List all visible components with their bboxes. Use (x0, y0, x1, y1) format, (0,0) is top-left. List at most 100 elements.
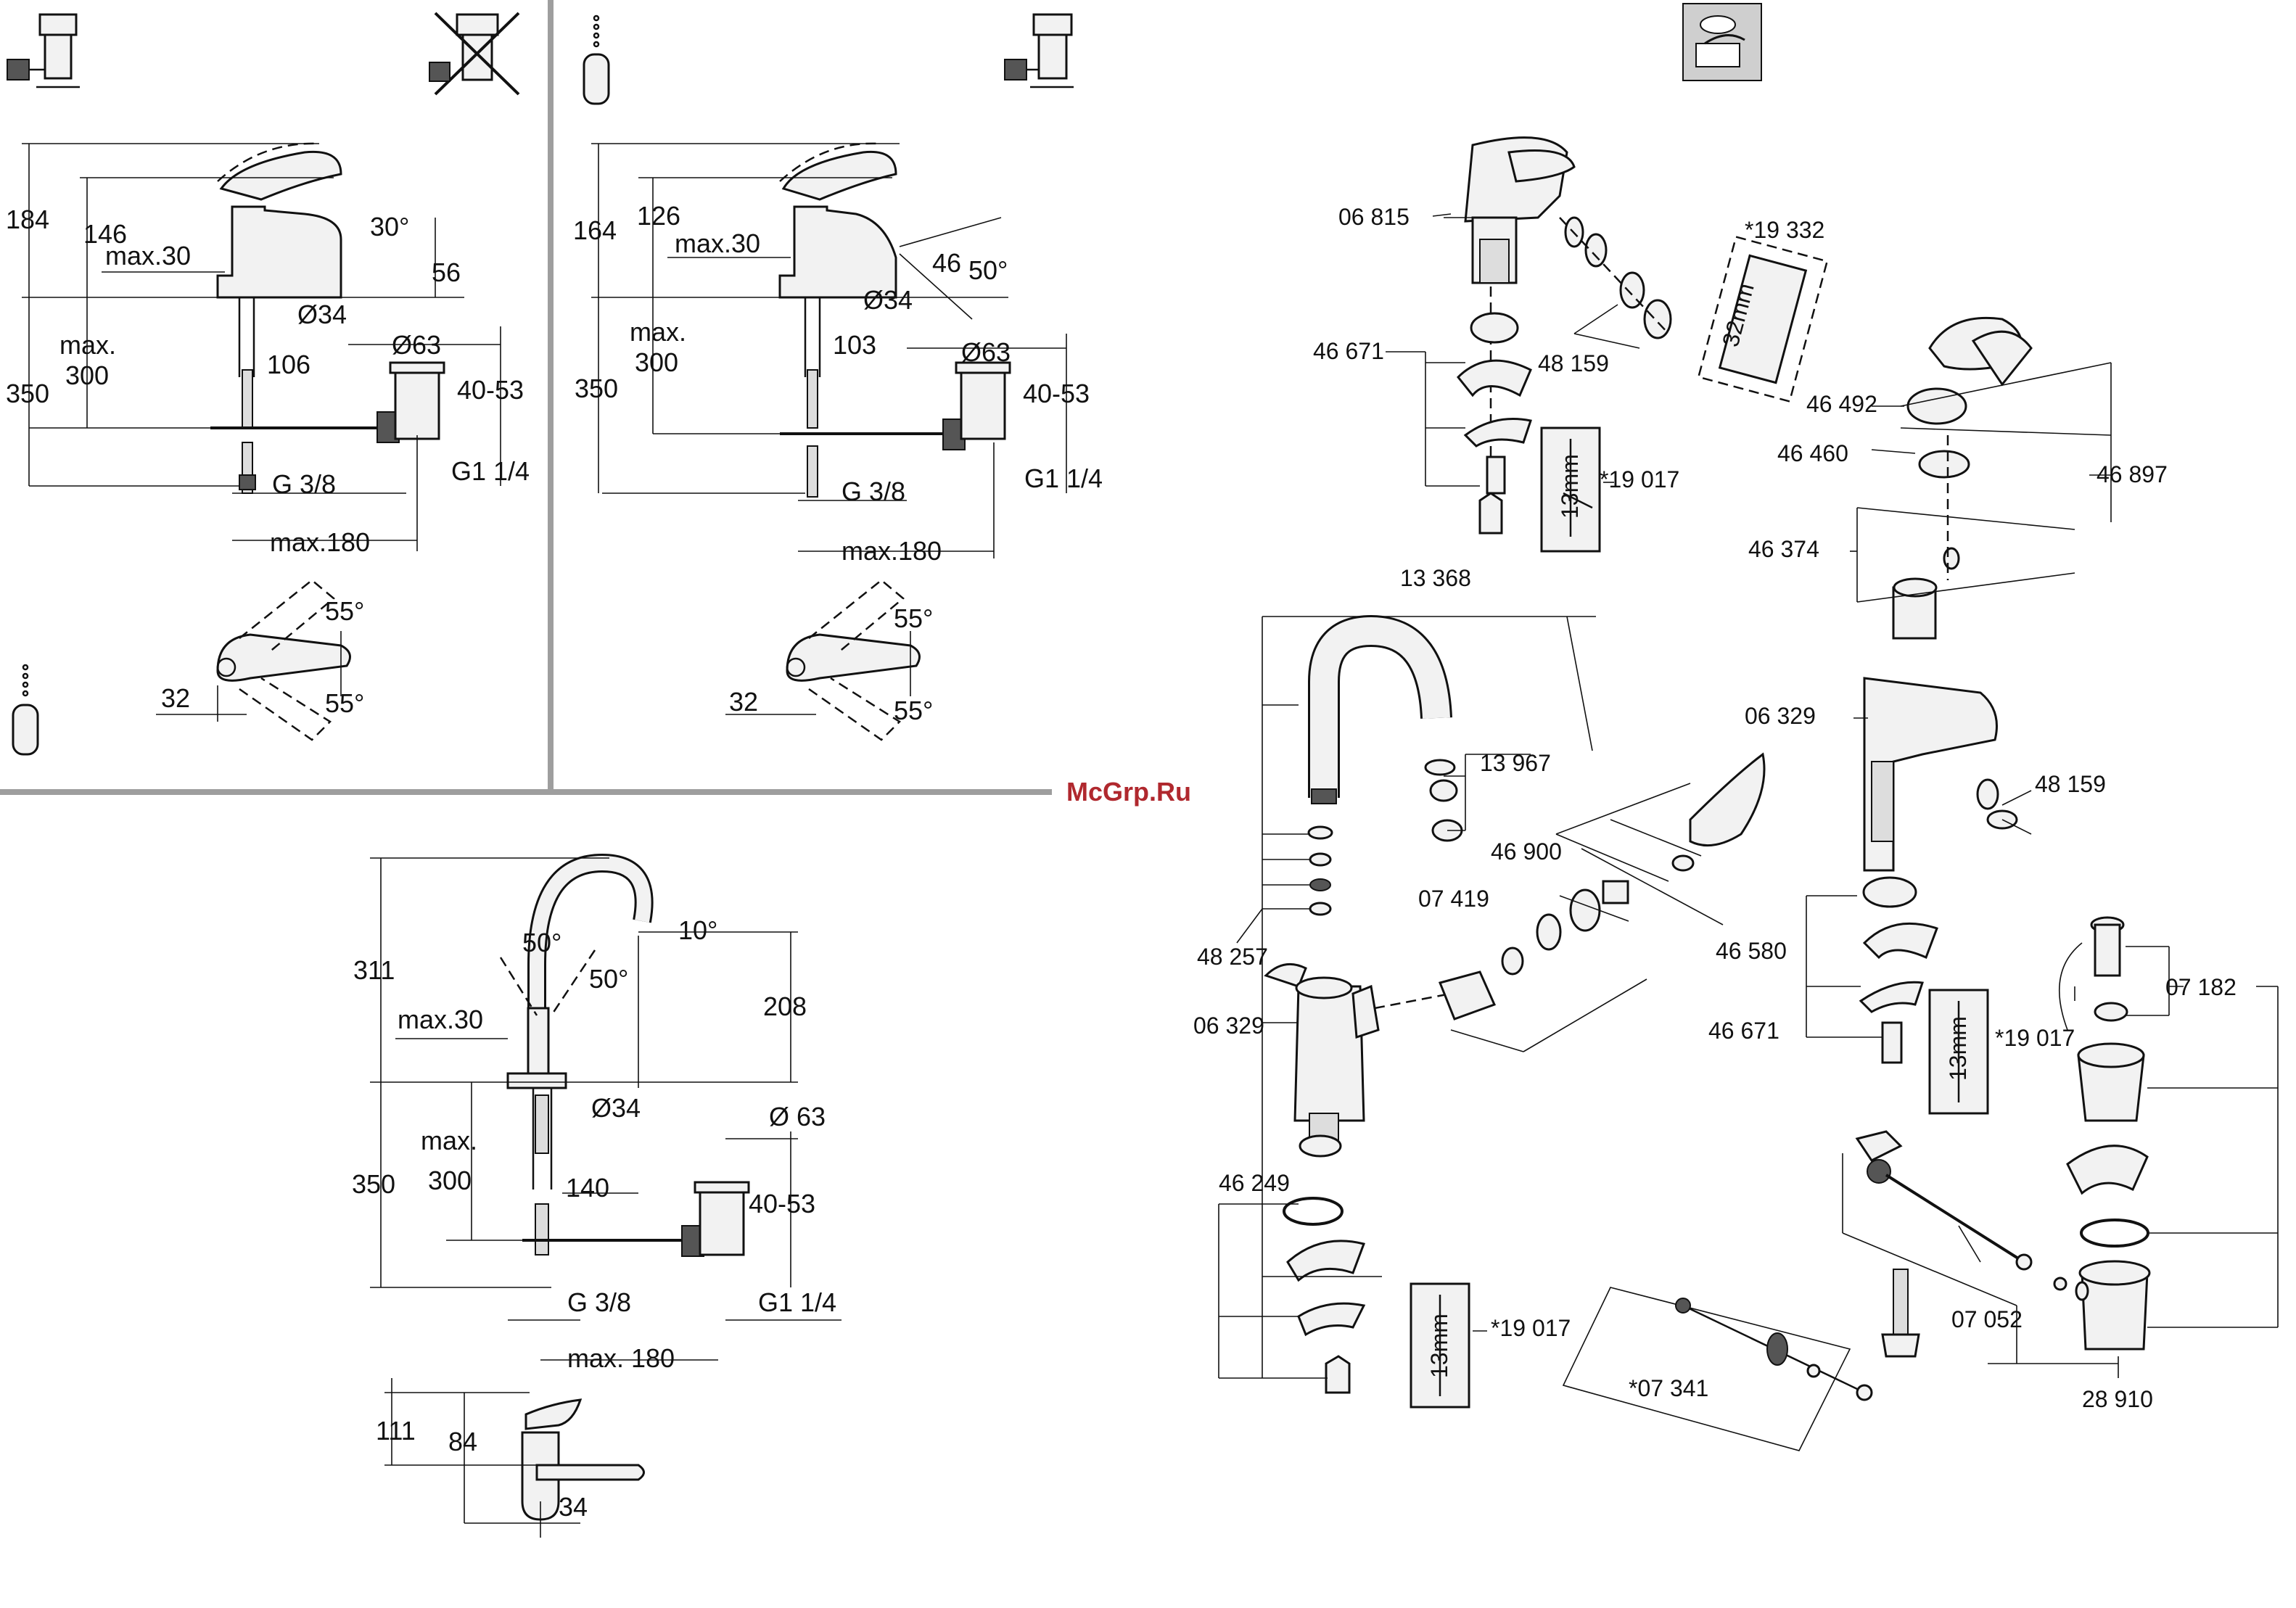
no-waste-icon (429, 12, 520, 96)
exploded-top-center: 13mm (1386, 136, 1672, 553)
dim-111: 111 (376, 1416, 416, 1446)
dim-126: 126 (637, 201, 680, 231)
part-19017-b: *19 017 (1995, 1025, 2075, 1051)
function-icon-box (1682, 3, 1762, 81)
chain-plug-icon-2 (583, 15, 610, 105)
dim-max30: max.30 (105, 241, 191, 271)
dim-46: 46 (932, 248, 961, 278)
dim-max30-c: max.30 (398, 1005, 483, 1034)
dim-50-left: 50° (522, 928, 561, 957)
dim-40-53-b: 40-53 (1023, 379, 1090, 408)
dim-311: 311 (353, 955, 395, 985)
dim-50-right: 50° (589, 964, 628, 994)
dim-g114-b: G1 1/4 (1024, 463, 1103, 493)
part-46900: 46 900 (1491, 838, 1562, 865)
part-07052: 07 052 (1951, 1306, 2023, 1332)
part-13967: 13 967 (1480, 750, 1551, 776)
dim-g38-c: G 3/8 (567, 1287, 631, 1317)
dim-max-b: max. (630, 317, 686, 347)
dim-max180: max.180 (270, 527, 370, 557)
pop-up-waste-icon-2 (1004, 13, 1074, 88)
dim-350-c: 350 (352, 1169, 395, 1199)
vertical-separator (548, 0, 554, 791)
dim-angle-50: 50° (968, 255, 1008, 285)
part-07182: 07 182 (2165, 974, 2237, 1000)
dim-55-bottom: 55° (325, 688, 364, 718)
exploded-middle: 13mm (1218, 614, 1766, 1409)
dim-350-b: 350 (575, 374, 618, 403)
dim-103: 103 (833, 330, 876, 360)
part-48159-b: 48 159 (2035, 771, 2106, 797)
dim-300: 300 (65, 360, 109, 390)
dim-55-bottom-b: 55° (894, 696, 933, 725)
dim-32-b: 32 (729, 687, 758, 717)
part-46460: 46 460 (1777, 440, 1848, 466)
exploded-top-right: 32mm 13mm (1697, 236, 2112, 1115)
part-07419: 07 419 (1418, 886, 1489, 912)
dim-84: 84 (448, 1427, 477, 1456)
part-19332: *19 332 (1745, 217, 1824, 243)
dim-146: 146 (83, 219, 127, 249)
part-06815: 06 815 (1338, 204, 1410, 230)
dim-dia63: Ø63 (392, 330, 441, 360)
dim-55-top-b: 55° (894, 603, 933, 633)
pop-up-waste-icon (7, 13, 80, 88)
high-spout-elevation (499, 853, 750, 1257)
part-46492: 46 492 (1806, 391, 1877, 417)
part-46374: 46 374 (1748, 536, 1819, 562)
dim-g38-b: G 3/8 (842, 477, 905, 506)
part-28910: 28 910 (2082, 1386, 2153, 1412)
dim-max30-b: max.30 (675, 228, 760, 258)
part-19017-c: *19 017 (1491, 1315, 1571, 1341)
dim-max180-c: max. 180 (567, 1343, 675, 1373)
dim-34: 34 (559, 1492, 588, 1522)
part-07341: *07 341 (1629, 1375, 1708, 1401)
dim-140: 140 (566, 1173, 609, 1203)
dim-350: 350 (6, 379, 49, 408)
part-06329-b: 06 329 (1193, 1013, 1264, 1039)
part-46671-a: 46 671 (1313, 338, 1384, 364)
dim-g114: G1 1/4 (451, 456, 530, 486)
dim-164: 164 (573, 215, 617, 245)
dim-56: 56 (432, 257, 461, 287)
dim-max180-b: max.180 (842, 536, 942, 566)
chain-plug-icon (12, 664, 39, 756)
dim-max-c: max. (421, 1126, 477, 1155)
dim-dia63-c: Ø 63 (769, 1102, 826, 1131)
exploded-waste (1562, 916, 2279, 1451)
part-46580: 46 580 (1716, 938, 1787, 964)
panel-top-left: 184 146 max.30 30° 56 Ø34 max. Ø63 106 3… (6, 12, 530, 756)
side-plan-view (384, 1378, 645, 1538)
plan-view (156, 579, 351, 741)
watermark: McGrp.Ru (1066, 777, 1191, 807)
rod-kit (1562, 1287, 1873, 1451)
part-06329-a: 06 329 (1745, 703, 1816, 729)
plan-view-2 (725, 579, 921, 741)
dim-dia34: Ø34 (297, 300, 347, 329)
dim-dia34-c: Ø34 (591, 1093, 641, 1123)
dim-40-53-c: 40-53 (749, 1189, 815, 1219)
part-13368: 13 368 (1400, 565, 1471, 591)
dim-300-b: 300 (635, 347, 678, 377)
dim-dia63-b: Ø63 (961, 337, 1011, 367)
part-48257: 48 257 (1197, 944, 1268, 970)
dim-10: 10° (678, 915, 717, 945)
part-19017-a: *19 017 (1600, 466, 1679, 492)
dim-55-top: 55° (325, 596, 364, 626)
dim-32: 32 (161, 683, 190, 713)
dim-g38: G 3/8 (272, 469, 336, 499)
part-46249: 46 249 (1219, 1170, 1290, 1196)
part-46897: 46 897 (2097, 461, 2168, 487)
dim-max: max. (59, 330, 116, 360)
dim-g114-c: G1 1/4 (758, 1287, 836, 1317)
dim-208: 208 (763, 991, 807, 1021)
part-48159-a: 48 159 (1538, 350, 1609, 376)
part-46671-b: 46 671 (1708, 1018, 1779, 1044)
panel-top-middle: 164 126 max.30 46 50° Ø34 max. 103 Ø63 3… (573, 13, 1103, 741)
dim-dia34-b: Ø34 (863, 285, 913, 315)
dim-184: 184 (6, 205, 49, 234)
dim-300-c: 300 (428, 1166, 472, 1195)
bidet-mixer-elevation (778, 142, 1011, 498)
